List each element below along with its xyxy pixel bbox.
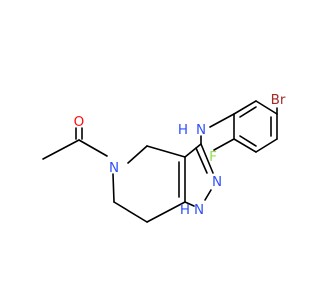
bond-aryl-6-1 — [233, 100, 257, 115]
bond-aryl-3-4 — [255, 138, 278, 153]
atom-label-amine-nitrogen: N — [196, 122, 206, 138]
bond-c3a-c3 — [184, 143, 202, 158]
atom-label-oxygen: O — [74, 114, 85, 130]
bond-aryl-2-3 — [233, 138, 257, 153]
atom-label-pyrazole-nh-hydrogen: H — [180, 202, 190, 218]
bond-n1-c7a — [184, 201, 195, 207]
atom-label-ring-nitrogen: N — [109, 160, 119, 176]
bond-ch2-ch2-bottom — [113, 201, 148, 223]
bond-c3-n2-a — [200, 143, 214, 174]
atom-label-bromine: Br — [271, 92, 286, 108]
structure-drawing: O N H N Br F N H N — [42, 92, 286, 223]
bond-aryl-5-6 — [255, 100, 278, 115]
atom-label-amine-hydrogen: H — [178, 122, 188, 138]
bond-ch2-c7a — [146, 201, 186, 223]
bond-aryl-inner-c — [239, 106, 257, 118]
atom-label-pyrazole-nh-nitrogen: N — [194, 202, 204, 218]
molecule-diagram: O N H N Br F N H N — [42, 92, 286, 223]
bond-methyl-carbonyl — [42, 139, 80, 160]
atom-label-fluorine: F — [209, 149, 217, 165]
atom-label-pyrazole-nitrogen: N — [212, 174, 222, 190]
bond-aryl-f — [213, 138, 235, 151]
bond-aryl-inner-a — [239, 135, 257, 147]
bond-ch2-c3a — [146, 145, 186, 158]
bond-n-ch2-bottom — [112, 173, 115, 203]
bond-carbonyl-n — [78, 139, 108, 157]
bond-nh-aryl — [209, 113, 235, 128]
bond-c3-n2-b — [195, 147, 208, 174]
bond-n-ch2-top — [127, 145, 148, 164]
bond-n2-n1 — [204, 189, 212, 201]
